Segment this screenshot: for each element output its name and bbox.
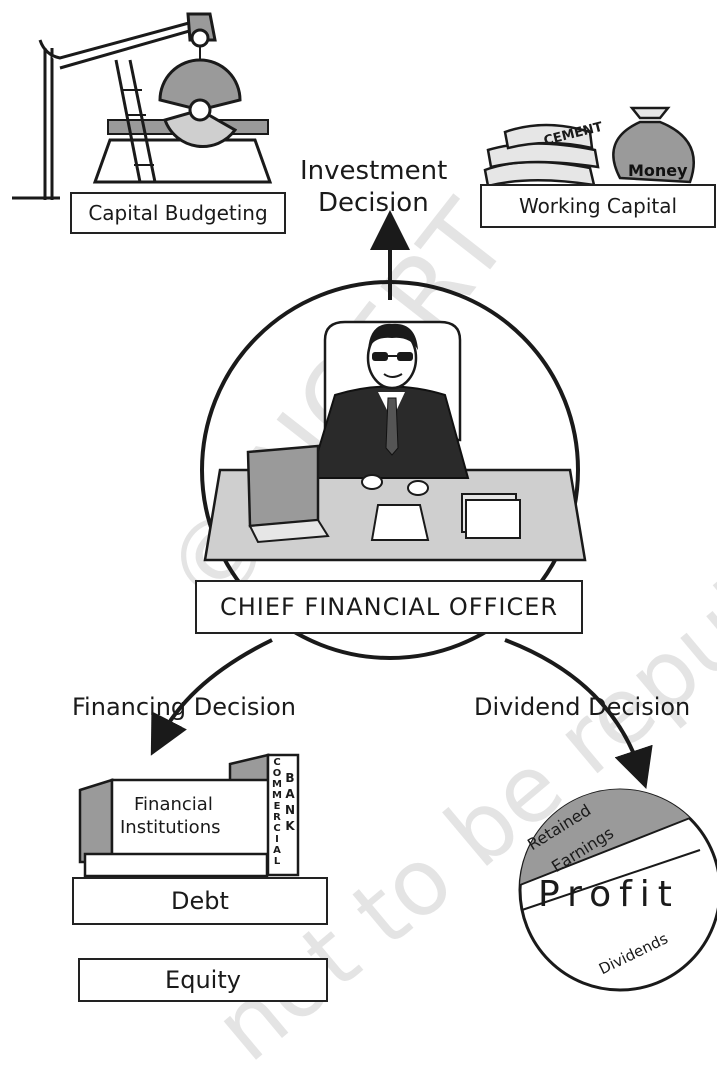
financial-institutions-building <box>78 753 300 878</box>
profit-label: Profit <box>538 874 680 915</box>
investment-decision-title-line1: Investment <box>300 156 448 186</box>
profit-pie <box>518 788 717 992</box>
oil-pump-jack-illustration <box>12 12 273 200</box>
equity-box: Equity <box>78 958 328 1002</box>
debt-box: Debt <box>72 877 328 925</box>
cfo-illustration <box>203 320 587 562</box>
financial-institutions-label-line2: Institutions <box>120 817 221 838</box>
financing-arrow <box>150 638 273 756</box>
money-bag-illustration <box>612 106 695 184</box>
financing-decision-title: Financing Decision <box>72 693 296 721</box>
dividend-decision-title: Dividend Decision <box>474 693 691 721</box>
capital-budgeting-label: Capital Budgeting <box>88 201 268 225</box>
chief-financial-officer-box: CHIEF FINANCIAL OFFICER <box>195 580 583 634</box>
illustration-canvas: CEMENT Money <box>12 12 717 992</box>
equity-label: Equity <box>165 966 241 994</box>
cement-bags-illustration <box>483 123 600 188</box>
capital-budgeting-box: Capital Budgeting <box>70 192 286 234</box>
chief-financial-officer-label: CHIEF FINANCIAL OFFICER <box>219 593 559 621</box>
debt-label: Debt <box>171 887 229 915</box>
financial-decisions-diagram: © NCERT not to be republished <box>12 12 717 1082</box>
money-label: Money <box>628 161 688 180</box>
investment-decision-title-line2: Decision <box>318 188 429 218</box>
dividend-arrow <box>504 638 653 789</box>
working-capital-box: Working Capital <box>480 184 716 228</box>
financial-institutions-label-line1: Financial <box>134 794 213 815</box>
working-capital-label: Working Capital <box>518 194 678 218</box>
